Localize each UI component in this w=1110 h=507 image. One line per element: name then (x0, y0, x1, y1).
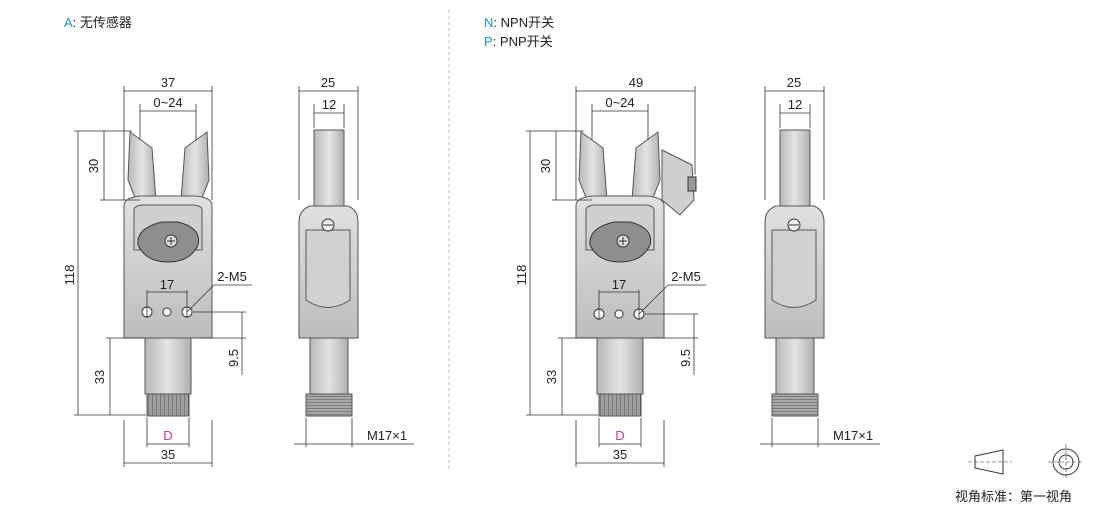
legend-a: A: 无传感器 (64, 14, 132, 32)
legend-n-sep: : (493, 15, 498, 30)
side-thread-r: M17×1 (833, 428, 873, 443)
dim-base-width-r: 35 (613, 447, 627, 462)
side-thread: M17×1 (367, 428, 407, 443)
dim-total-len-r: 118 (514, 265, 529, 286)
dim-base-width: 35 (161, 447, 175, 462)
left-jaw (127, 131, 157, 206)
dim-width-top-r: 49 (629, 75, 643, 90)
view-standard-note: 视角标准：第一视角 (955, 489, 1073, 504)
legend-a-key: A (64, 15, 73, 30)
side-inner-r: 12 (788, 97, 802, 112)
projection-symbol-icon (968, 444, 1084, 480)
dim-stroke-r: 0~24 (605, 95, 634, 110)
side-width-r: 25 (787, 75, 801, 90)
dim-offset-r: 9.5 (678, 349, 693, 367)
legend-p: P: PNP开关 (484, 33, 553, 51)
legend-n-key: N (484, 15, 494, 30)
side-width: 25 (321, 75, 335, 90)
legend-n: N: NPN开关 (484, 14, 554, 32)
right-front-view: 49 0~24 118 30 33 17 2-M5 9.5 35 D (514, 75, 706, 467)
dim-connector-r: D (615, 428, 624, 443)
dim-offset: 9.5 (226, 349, 241, 367)
right-jaw (180, 131, 210, 206)
dim-width-top: 37 (161, 75, 175, 90)
dim-jaw-len: 30 (86, 159, 101, 173)
left-front-view: 37 0~24 118 30 33 17 2-M5 9.5 35 D (62, 75, 252, 467)
dim-hole-label-r: 2-M5 (671, 269, 701, 284)
dim-total-len: 118 (62, 265, 77, 286)
legend-p-sep: : (492, 34, 497, 49)
dim-stroke: 0~24 (153, 95, 182, 110)
dim-hole-pitch-r: 17 (612, 277, 626, 292)
dim-jaw-len-r: 30 (538, 159, 553, 173)
dim-hole-label: 2-M5 (217, 269, 247, 284)
legend-a-sep: : (72, 15, 77, 30)
side-inner: 12 (322, 97, 336, 112)
right-side-view: 25 12 M17×1 (760, 75, 880, 447)
dim-connector: D (163, 428, 172, 443)
legend-n-text: NPN开关 (500, 15, 555, 30)
legend-a-text: 无传感器 (79, 15, 132, 30)
legend-p-text: PNP开关 (499, 34, 553, 49)
dim-hole-pitch: 17 (160, 277, 174, 292)
dim-bottom-len-r: 33 (544, 370, 559, 384)
legend-p-key: P (484, 34, 493, 49)
left-side-view: 25 12 M17×1 (294, 75, 414, 447)
dim-bottom-len: 33 (92, 370, 107, 384)
